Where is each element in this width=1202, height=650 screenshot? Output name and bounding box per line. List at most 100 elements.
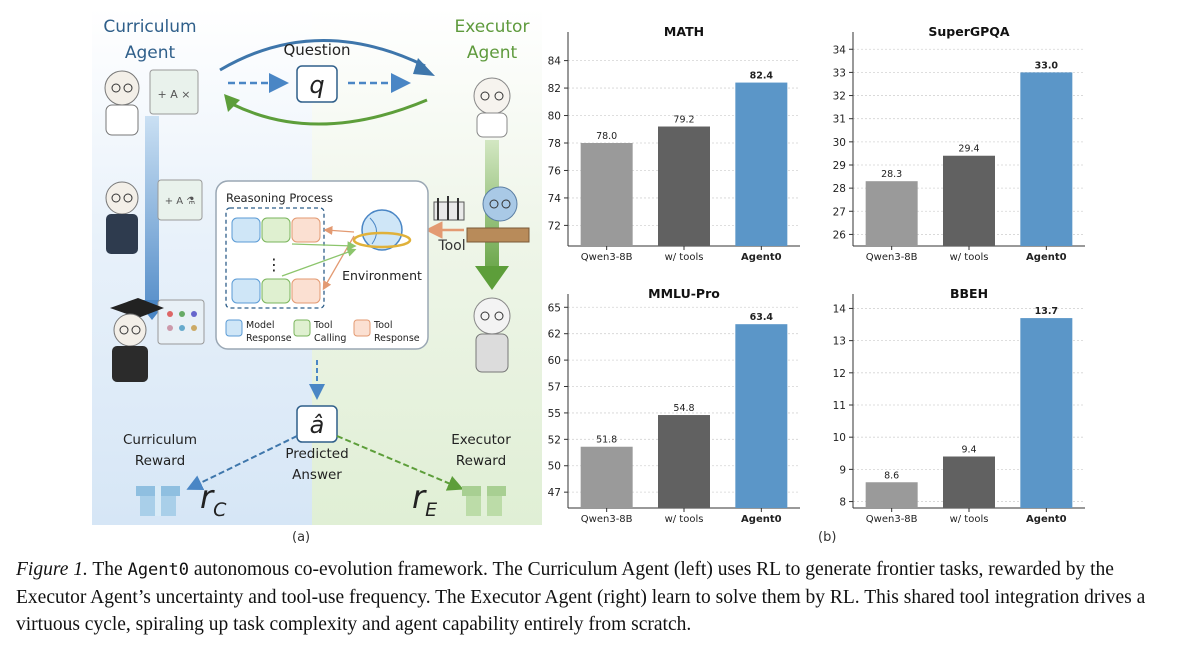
data-label: 63.4 (750, 312, 774, 323)
x-tick-label: w/ tools (950, 252, 989, 263)
legend-label: Response (374, 333, 420, 344)
legend-label: Tool (313, 320, 332, 331)
curriculum-gift-icon (136, 486, 180, 516)
tool-calling-cell (261, 217, 291, 243)
framework-diagram: Curriculum Agent Executor Agent Question… (92, 8, 542, 525)
executor-reward-line1: Executor (451, 432, 511, 448)
model-response-cell (231, 217, 261, 243)
curriculum-bear-2: + A ⚗ (105, 179, 203, 254)
legend-label: Tool (373, 320, 392, 331)
y-tick-label: 26 (833, 229, 847, 241)
y-tick-label: 60 (548, 355, 561, 367)
reasoning-step-row-2 (231, 278, 321, 304)
svg-text:+ A ×: + A × (158, 88, 191, 101)
curriculum-reward-line2: Reward (135, 453, 185, 469)
y-tick-label: 50 (548, 461, 561, 473)
y-tick-label: 14 (833, 303, 847, 315)
executor-gift-icon (462, 486, 506, 516)
question-symbol: q (309, 71, 324, 99)
predicted-answer-line2: Answer (292, 467, 342, 483)
curriculum-bear-3 (110, 298, 205, 382)
model-response-cell (231, 278, 261, 304)
panel-label-b: (b) (818, 530, 837, 545)
tool-response-cell (291, 217, 321, 243)
y-tick-label: 27 (833, 206, 846, 218)
x-tick-label: Agent0 (1026, 252, 1067, 263)
bar-w-tools (658, 415, 710, 508)
reasoning-dots: ⋮ (266, 255, 282, 274)
answer-box (296, 405, 338, 443)
executor-progress-arrow (475, 266, 509, 290)
feedback-arc-head (224, 94, 240, 112)
bar-agent0 (1020, 318, 1073, 508)
executor-bear-3 (473, 297, 511, 373)
chart-title: SuperGPQA (928, 24, 1010, 39)
tool-calling-cell (261, 278, 291, 304)
tool-response-cell (291, 278, 321, 304)
data-label: 8.6 (884, 470, 899, 481)
y-tick-label: 33 (833, 67, 846, 79)
legend-tool-calling: Tool Calling (293, 319, 346, 344)
y-tick-label: 8 (839, 497, 846, 509)
bar-qwen3-8b (580, 143, 633, 246)
y-tick-label: 13 (833, 336, 846, 348)
env-to-reasoning-arrow-1 (323, 225, 355, 236)
data-label: 82.4 (750, 71, 774, 82)
x-tick-label: w/ tools (950, 514, 989, 525)
executor-agent-title-line2: Agent (467, 43, 518, 63)
predicted-answer-line1: Predicted (285, 446, 348, 462)
y-tick-label: 34 (833, 44, 847, 56)
question-arc-top (219, 38, 426, 72)
tool-label: Tool (437, 238, 465, 254)
bar-agent0 (1020, 72, 1073, 246)
x-tick-label: Qwen3-8B (866, 514, 918, 525)
y-tick-label: 82 (548, 83, 561, 95)
data-label: 79.2 (673, 115, 694, 126)
y-tick-label: 80 (548, 111, 561, 123)
bar-w-tools (943, 456, 995, 508)
y-tick-label: 74 (548, 193, 562, 205)
data-label: 29.4 (958, 144, 979, 155)
x-tick-label: w/ tools (665, 514, 704, 525)
bar-qwen3-8b (580, 446, 633, 508)
chart-title: MMLU-Pro (648, 286, 720, 301)
legend-label: Response (246, 333, 292, 344)
y-tick-label: 76 (548, 165, 562, 177)
question-label: Question (283, 41, 350, 59)
answer-to-executor-arrow (336, 435, 464, 491)
data-label: 51.8 (596, 435, 617, 446)
x-tick-label: Agent0 (1026, 514, 1067, 525)
question-box (296, 65, 338, 103)
y-tick-label: 11 (833, 400, 846, 412)
reasoning-to-env-arrow-2 (281, 247, 357, 277)
bar-agent0 (735, 324, 788, 508)
chart-supergpqa: SuperGPQA26272829303132333428.3Qwen3-8B2… (833, 24, 1085, 263)
x-tick-label: Qwen3-8B (581, 252, 633, 263)
x-tick-label: Agent0 (741, 514, 782, 525)
data-label: 33.0 (1035, 60, 1059, 71)
y-tick-label: 10 (833, 432, 846, 444)
bar-agent0 (735, 82, 788, 246)
reward-e-symbol: rE (412, 478, 437, 521)
y-tick-label: 47 (548, 487, 561, 499)
executor-bear-2 (466, 186, 530, 243)
y-tick-label: 29 (833, 160, 846, 172)
reasoning-to-env-arrow-1 (291, 241, 357, 251)
question-arc-top-head (413, 58, 435, 76)
y-tick-label: 55 (548, 408, 561, 420)
caption-text-1: The (87, 559, 128, 580)
y-tick-label: 57 (548, 382, 561, 394)
chart-mmlu-pro: MMLU-Pro475052555760626551.8Qwen3-8B54.8… (548, 286, 800, 525)
curriculum-bear-1: + A × (104, 69, 199, 136)
y-tick-label: 32 (833, 91, 846, 103)
caption-mono-name: Agent0 (127, 560, 189, 580)
y-tick-label: 9 (839, 464, 846, 476)
legend-label: Model (246, 320, 275, 331)
executor-bear-1 (473, 77, 511, 138)
answer-to-curriculum-arrow (186, 435, 298, 490)
answer-symbol: â (310, 411, 325, 439)
svg-text:+ A ⚗: + A ⚗ (165, 196, 196, 207)
bar-qwen3-8b (865, 482, 918, 508)
data-label: 78.0 (596, 131, 617, 142)
